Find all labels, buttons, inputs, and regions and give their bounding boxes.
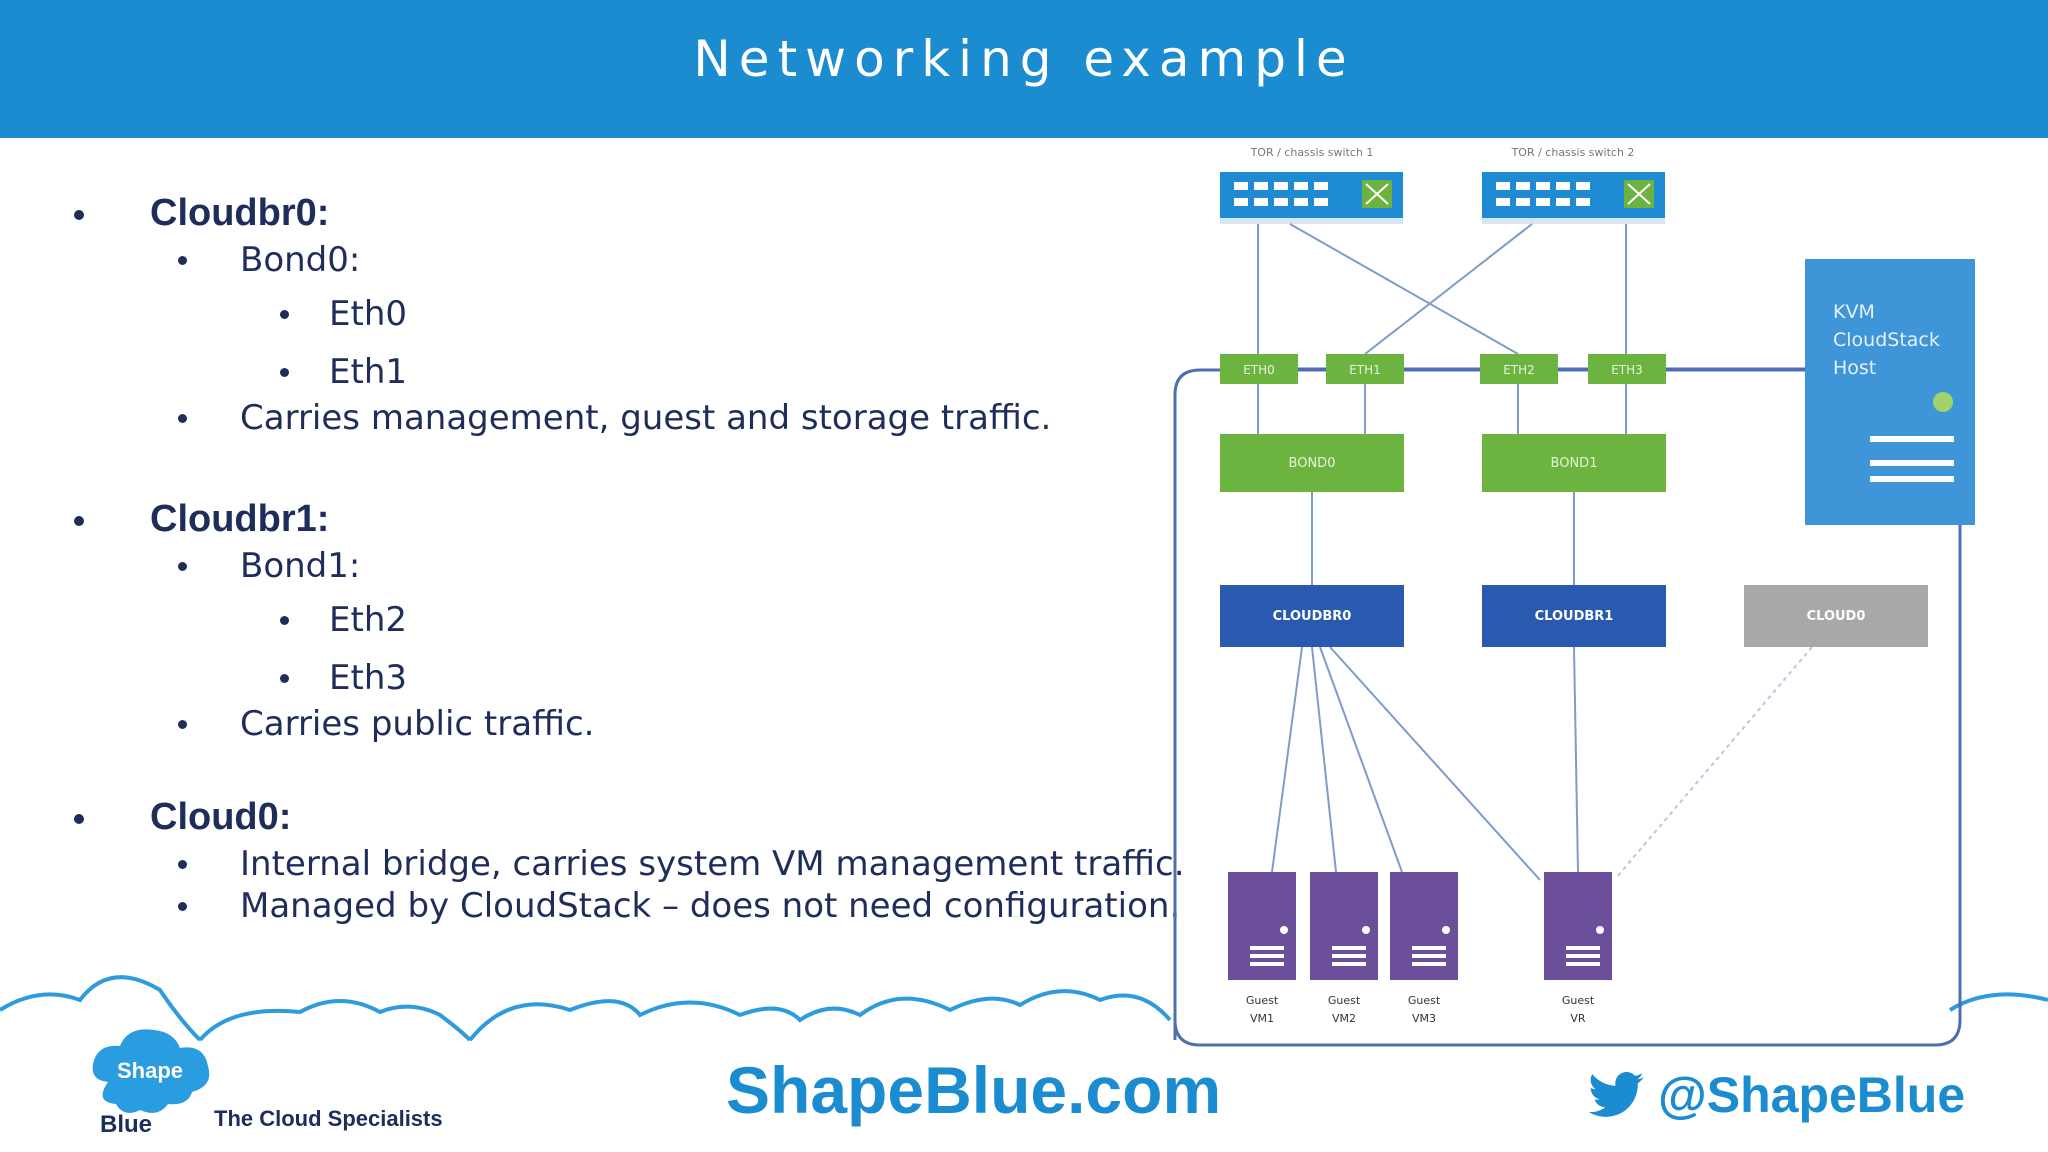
logo-word-shape: Shape: [117, 1058, 183, 1083]
nic-label: ETH1: [1349, 363, 1381, 377]
nic-label: ETH0: [1243, 363, 1275, 377]
bond-label: BOND0: [1289, 456, 1336, 471]
bullet-subsubitem: Eth1: [329, 352, 407, 392]
nic-eth1: ETH1: [1326, 354, 1404, 384]
bullet-dot: [280, 616, 289, 625]
slide-title: Networking example: [693, 30, 1355, 88]
tor-switch-2: [1482, 172, 1665, 224]
switch-links: [1257, 223, 1627, 881]
vm-label: Guest: [1328, 994, 1361, 1007]
nic-eth2: ETH2: [1480, 354, 1558, 384]
bridge-label: CLOUDBR1: [1535, 609, 1614, 624]
bullet-dot: [74, 814, 84, 824]
bridge-cloudbr1: CLOUDBR1: [1482, 585, 1666, 647]
bullet-dot: [178, 860, 187, 869]
nic-eth3: ETH3: [1588, 354, 1666, 384]
bullet-heading: Cloudbr1:: [150, 498, 330, 540]
host-label: CloudStack: [1833, 329, 1940, 351]
status-indicator-icon: [1933, 392, 1953, 412]
guest-vr: Guest VR: [1544, 872, 1612, 1025]
nic-eth0: ETH0: [1220, 354, 1298, 384]
bridge-cloud0: CLOUD0: [1744, 585, 1928, 647]
bond-label: BOND1: [1551, 456, 1598, 471]
vm-label: VM2: [1332, 1012, 1356, 1025]
bullet-dot: [178, 414, 187, 423]
tor-switch-1: [1220, 172, 1403, 224]
vm-label: VM3: [1412, 1012, 1436, 1025]
twitter-handle: @ShapeBlue: [1658, 1067, 1966, 1123]
bridge-label: CLOUD0: [1807, 609, 1866, 624]
bullet-dot: [280, 674, 289, 683]
bullet-subitem: Carries management, guest and storage tr…: [240, 398, 1052, 438]
bullet-subitem: Internal bridge, carries system VM manag…: [240, 844, 1185, 884]
kvm-host: KVM CloudStack Host: [1805, 259, 1975, 525]
logo-tagline: The Cloud Specialists: [214, 1106, 443, 1131]
guest-vm1: Guest VM1: [1228, 872, 1296, 1025]
bullet-dot: [280, 368, 289, 377]
server-vents-icon: [1870, 436, 1954, 482]
bullet-dot: [178, 562, 187, 571]
title-bar: Networking example: [0, 0, 2048, 138]
switch-label: TOR / chassis switch 2: [1511, 146, 1635, 159]
twitter-bird-icon: [1588, 1072, 1644, 1117]
bond0: BOND0: [1220, 434, 1404, 492]
host-label: Host: [1833, 357, 1876, 379]
bullet-heading: Cloud0:: [150, 796, 292, 838]
switch-label: TOR / chassis switch 1: [1250, 146, 1374, 159]
bullet-subsubitem: Eth0: [329, 294, 407, 334]
bullet-heading: Cloudbr0:: [150, 192, 330, 234]
bond1: BOND1: [1482, 434, 1666, 492]
bullet-dot: [178, 720, 187, 729]
bullet-dot: [74, 516, 84, 526]
bullet-dot: [178, 902, 187, 911]
bullet-dot: [280, 310, 289, 319]
bridge-label: CLOUDBR0: [1273, 609, 1352, 624]
twitter-link[interactable]: @ShapeBlue: [1588, 1066, 1965, 1124]
nic-label: ETH2: [1503, 363, 1535, 377]
bullet-subitem: Bond0:: [240, 240, 361, 280]
bullet-dot: [74, 210, 84, 220]
shapeblue-logo: Shape Blue: [88, 1022, 228, 1146]
cloud0-link: [1615, 646, 1813, 879]
vm-label: VR: [1570, 1012, 1586, 1025]
bullet-subitem: Carries public traffic.: [240, 704, 595, 744]
guest-vm2: Guest VM2: [1310, 872, 1378, 1025]
vm-label: Guest: [1246, 994, 1279, 1007]
host-label: KVM: [1833, 301, 1875, 323]
nic-label: ETH3: [1611, 363, 1643, 377]
bullet-dot: [178, 256, 187, 265]
bullet-subsubitem: Eth2: [329, 600, 407, 640]
vm-label: Guest: [1562, 994, 1595, 1007]
bridge-cloudbr0: CLOUDBR0: [1220, 585, 1404, 647]
guest-vm3: Guest VM3: [1390, 872, 1458, 1025]
website-link[interactable]: ShapeBlue.com: [726, 1053, 1222, 1127]
bullet-subsubitem: Eth3: [329, 658, 407, 698]
bullet-subitem: Managed by CloudStack – does not need co…: [240, 886, 1181, 926]
logo-word-blue: Blue: [100, 1111, 152, 1138]
vm-label: Guest: [1408, 994, 1441, 1007]
bullet-subitem: Bond1:: [240, 546, 361, 586]
cloud-wave-decoration: [0, 975, 2048, 1042]
vm-label: VM1: [1250, 1012, 1274, 1025]
host-boundary: [1173, 368, 1962, 1047]
